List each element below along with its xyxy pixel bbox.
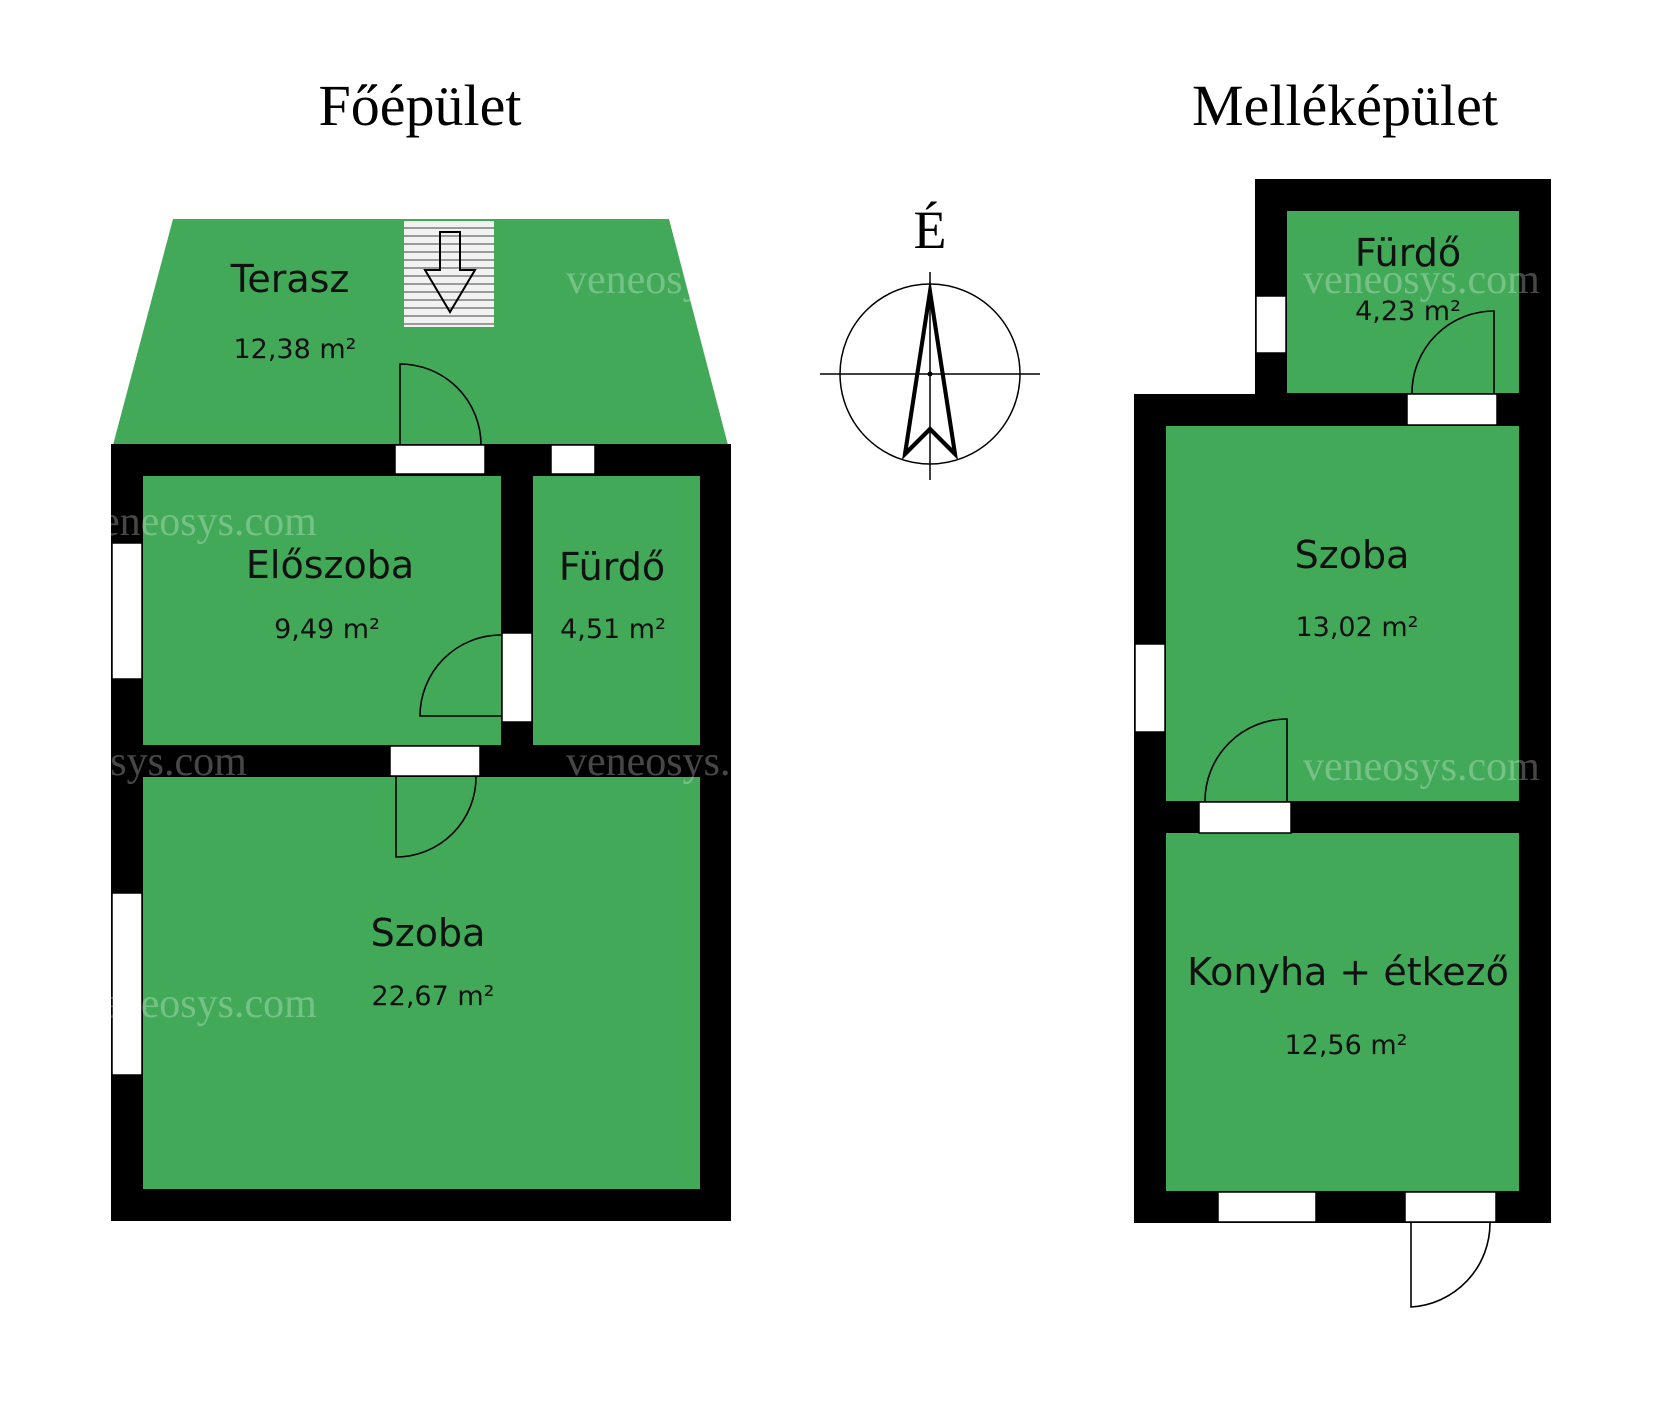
compass-north-label: É (914, 200, 947, 260)
annex-bathroom-room (1287, 211, 1519, 393)
room-door-opening (389, 745, 481, 777)
room-door-swing (395, 776, 477, 858)
watermark: veneosys.com (566, 257, 803, 303)
hall-area-value: 9,49 m² (274, 614, 380, 645)
exit-door-opening (1404, 1191, 1497, 1223)
bathroom-door-swing (419, 634, 502, 717)
small-window (550, 444, 596, 475)
annex-building: veneosys.com veneosys.com Fürdő 4,23 m² … (1134, 179, 1551, 1308)
main-bathroom-name: Fürdő (559, 545, 665, 589)
terrace-area (113, 219, 728, 445)
annex-room-area-value: 13,02 m² (1295, 612, 1418, 643)
main-building-title: Főépület (319, 73, 522, 138)
main-room-area-value: 22,67 m² (371, 981, 494, 1012)
annex-building-title: Melléképület (1192, 73, 1498, 138)
hall-name: Előszoba (246, 543, 414, 587)
kitchen-door-opening (1198, 801, 1292, 834)
kitchen-room (1166, 833, 1519, 1191)
annex-bathroom-name: Fürdő (1355, 231, 1461, 275)
watermark: veneosys.com (10, 739, 247, 785)
annex-room (1166, 426, 1519, 801)
down-arrow-icon (423, 231, 477, 314)
annex-bathroom-area-value: 4,23 m² (1355, 296, 1461, 327)
terrace-door-opening (394, 444, 486, 475)
annex-bathroom-door-swing (1411, 310, 1495, 394)
main-room (143, 777, 700, 1189)
compass-center-dot (927, 371, 933, 377)
hall-window (111, 542, 143, 680)
terrace-door-swing (399, 363, 482, 446)
watermark: veneosys.com (1303, 744, 1540, 790)
annex-room-name: Szoba (1295, 533, 1410, 577)
main-building: veneosys.com veneosys.com veneosys.com v… (10, 219, 803, 1221)
watermark: veneosys.com (1303, 257, 1540, 303)
terrace-name: Terasz (230, 257, 350, 301)
kitchen-door-swing (1204, 718, 1288, 802)
main-bathroom-area-value: 4,51 m² (560, 614, 666, 645)
watermark: veneosys.com (566, 739, 803, 785)
kitchen-window (1217, 1191, 1317, 1223)
kitchen-name: Konyha + étkező (1187, 950, 1509, 994)
watermark: veneosys.com (80, 981, 317, 1027)
watermark: veneosys.com (80, 499, 317, 545)
exit-door-swing (1410, 1222, 1491, 1308)
north-arrow-icon (902, 278, 958, 460)
bathroom-door-opening (501, 632, 533, 723)
annex-room-window (1134, 643, 1166, 733)
annex-bathroom-window (1255, 295, 1287, 354)
terrace-area-value: 12,38 m² (233, 334, 356, 365)
kitchen-area-value: 12,56 m² (1284, 1030, 1407, 1061)
compass: É (820, 200, 1040, 480)
main-room-window (111, 892, 143, 1076)
main-bathroom-room (533, 476, 700, 745)
hall-room (143, 476, 501, 745)
annex-bathroom-door-opening (1406, 393, 1498, 426)
main-room-name: Szoba (371, 911, 486, 955)
